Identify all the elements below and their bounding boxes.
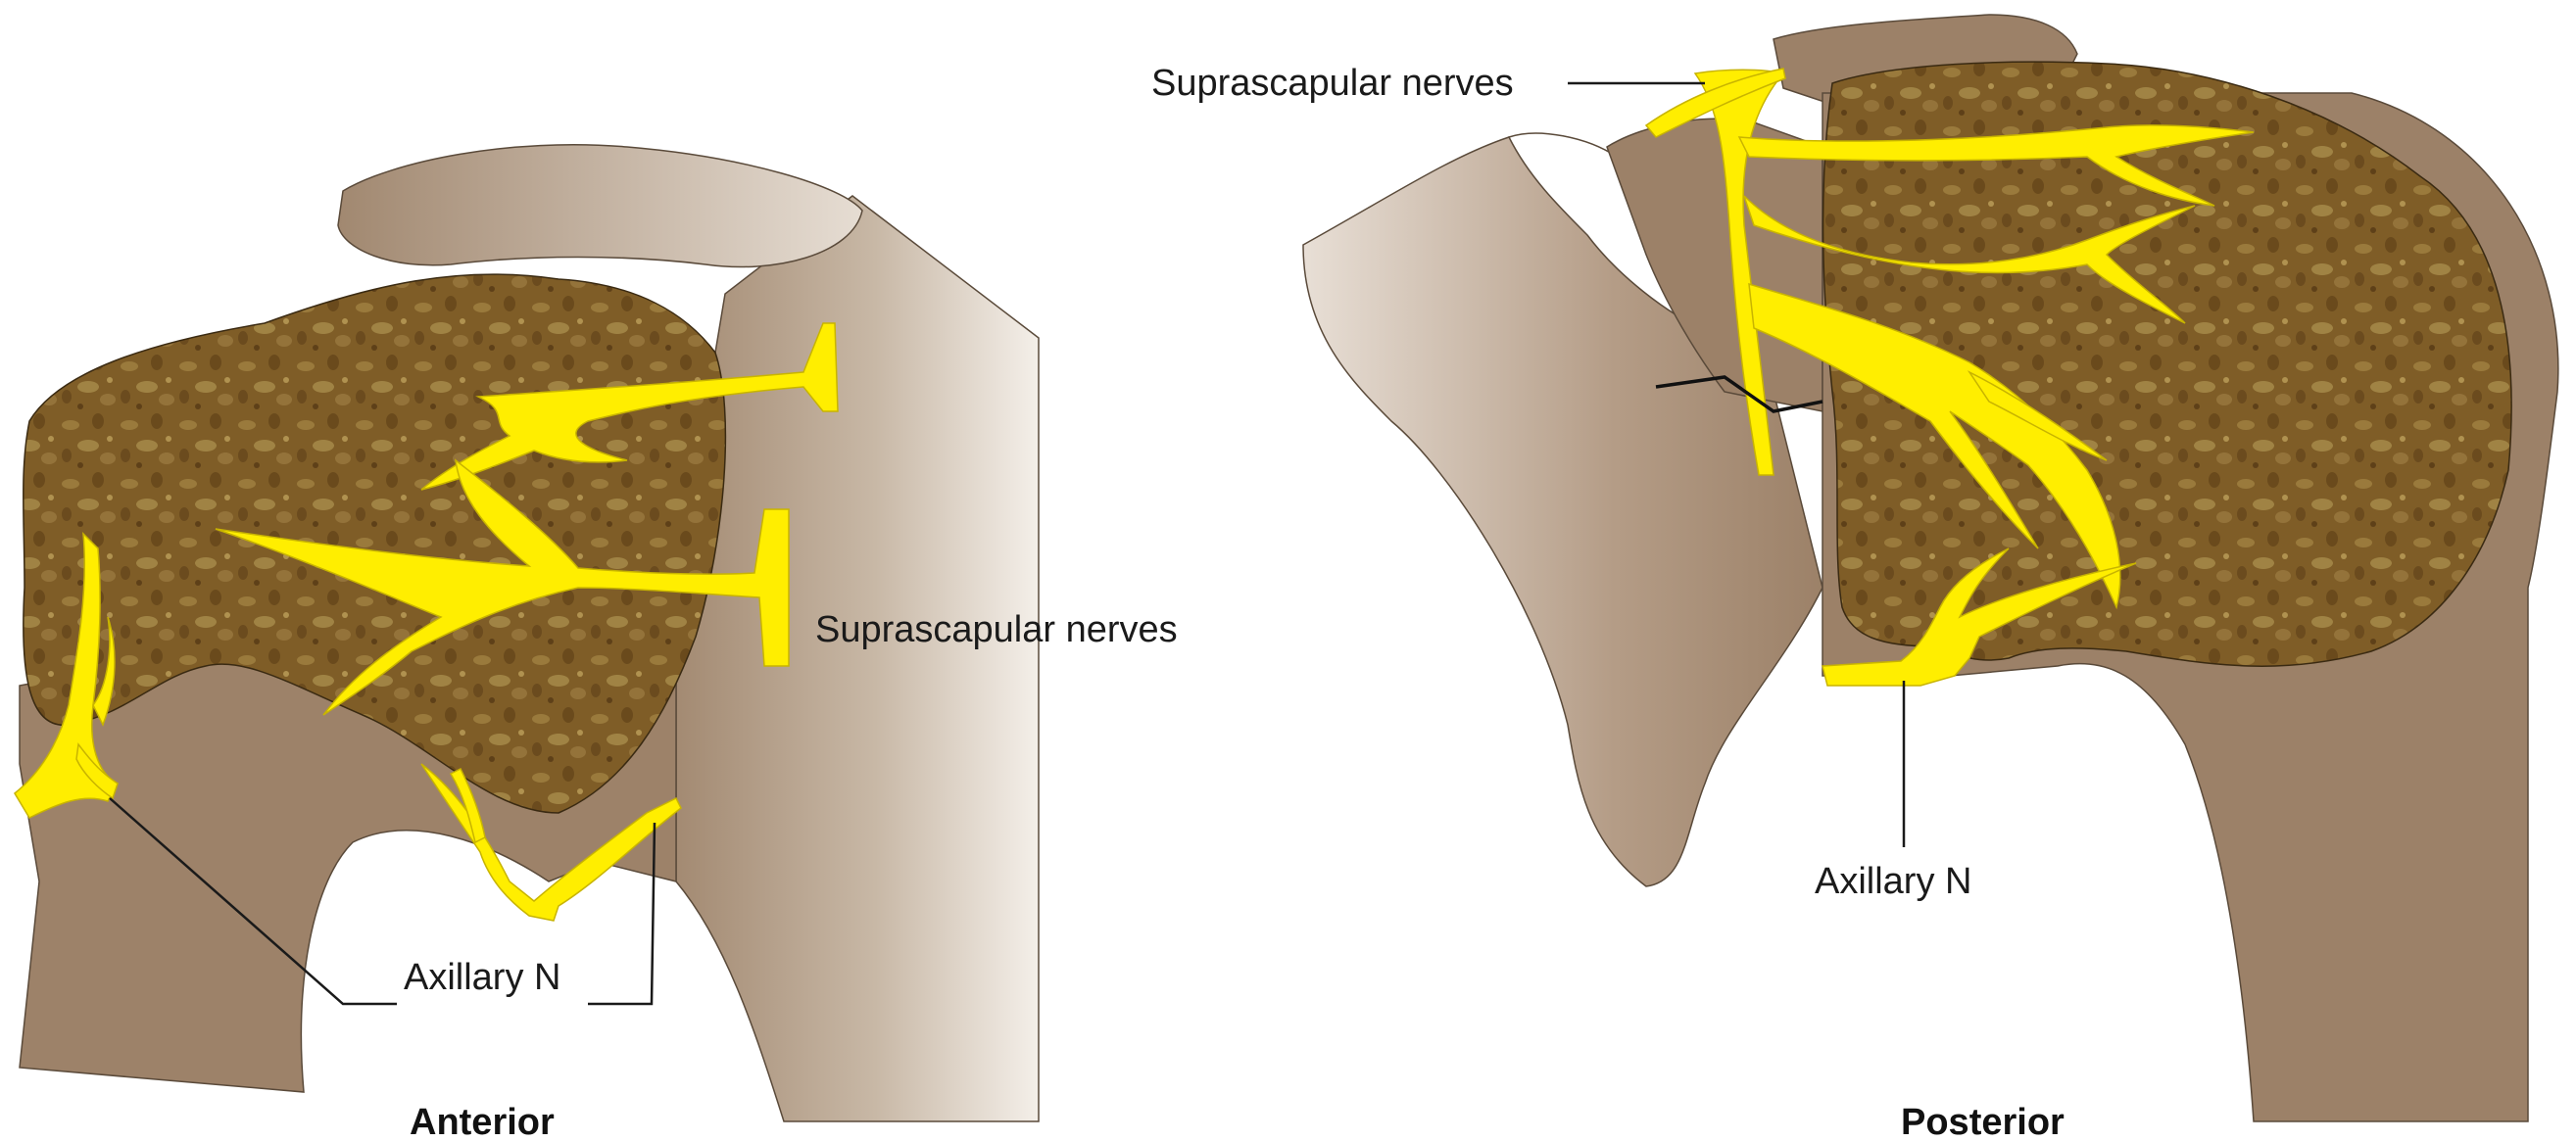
anterior-axillary-label: Axillary N (404, 957, 560, 998)
posterior-suprascapular-label: Suprascapular nerves (1151, 63, 1514, 104)
anterior-acromion-shape (338, 145, 862, 267)
posterior-axillary-label: Axillary N (1815, 861, 1971, 902)
anterior-view: Suprascapular nerves Axillary N Anterior (15, 145, 1178, 1142)
anterior-suprascapular-label: Suprascapular nerves (815, 609, 1178, 650)
posterior-view: Suprascapular nerves Axillary N Posterio… (1151, 15, 2558, 1142)
anterior-caption: Anterior (410, 1102, 555, 1142)
posterior-caption: Posterior (1901, 1102, 2065, 1142)
anterior-scapula-shape (676, 196, 1039, 1121)
